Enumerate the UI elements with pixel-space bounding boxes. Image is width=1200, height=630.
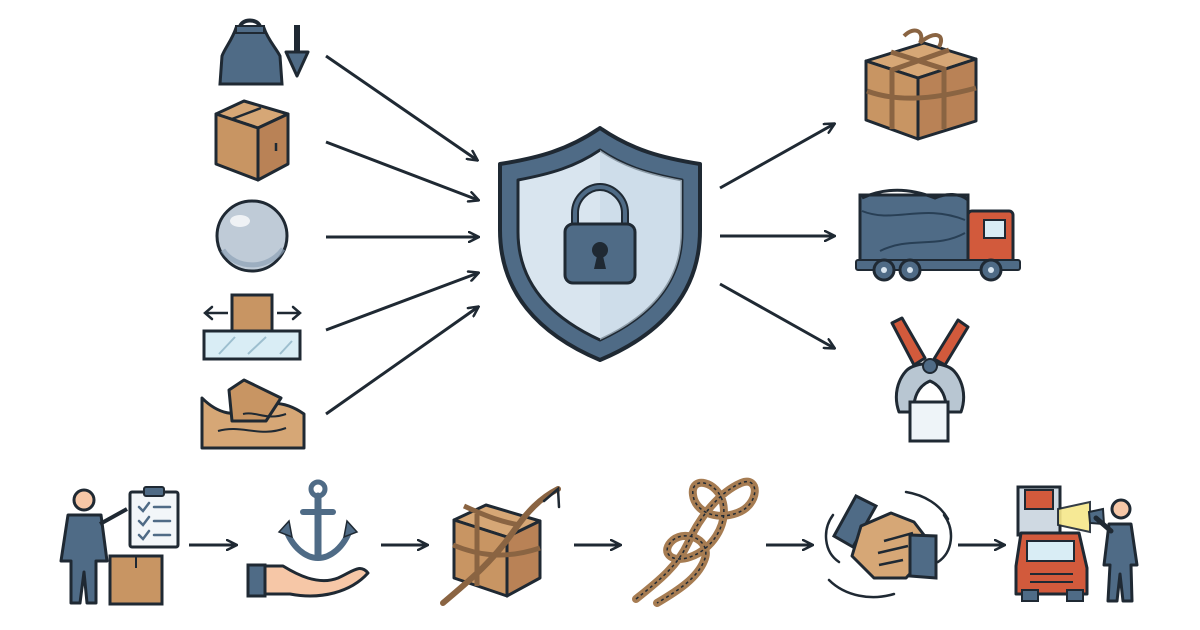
box-icon — [214, 99, 290, 182]
handshake-icon — [824, 490, 953, 599]
input-arrow-1 — [325, 54, 477, 160]
input-arrow-4 — [325, 273, 478, 332]
worker-checklist-icon — [59, 486, 180, 606]
input-arrow-2 — [325, 140, 478, 200]
sliding-box-icon — [202, 293, 302, 361]
output-arrow-1 — [719, 124, 834, 190]
sphere-icon — [215, 199, 289, 273]
truck-inspection-icon — [1014, 485, 1139, 603]
tied-package-icon — [864, 28, 978, 141]
strapped-box-icon — [440, 486, 561, 606]
anchor-hand-icon — [246, 479, 370, 598]
tilted-box-icon — [200, 378, 306, 450]
weight-down-icon — [218, 18, 310, 86]
shield-lock-icon — [498, 126, 702, 362]
input-arrow-5 — [325, 307, 478, 416]
output-arrow-3 — [719, 282, 834, 348]
rope-knot-icon — [632, 477, 759, 607]
covered-truck-icon — [855, 188, 1021, 282]
clamp-grip-icon — [890, 316, 970, 443]
